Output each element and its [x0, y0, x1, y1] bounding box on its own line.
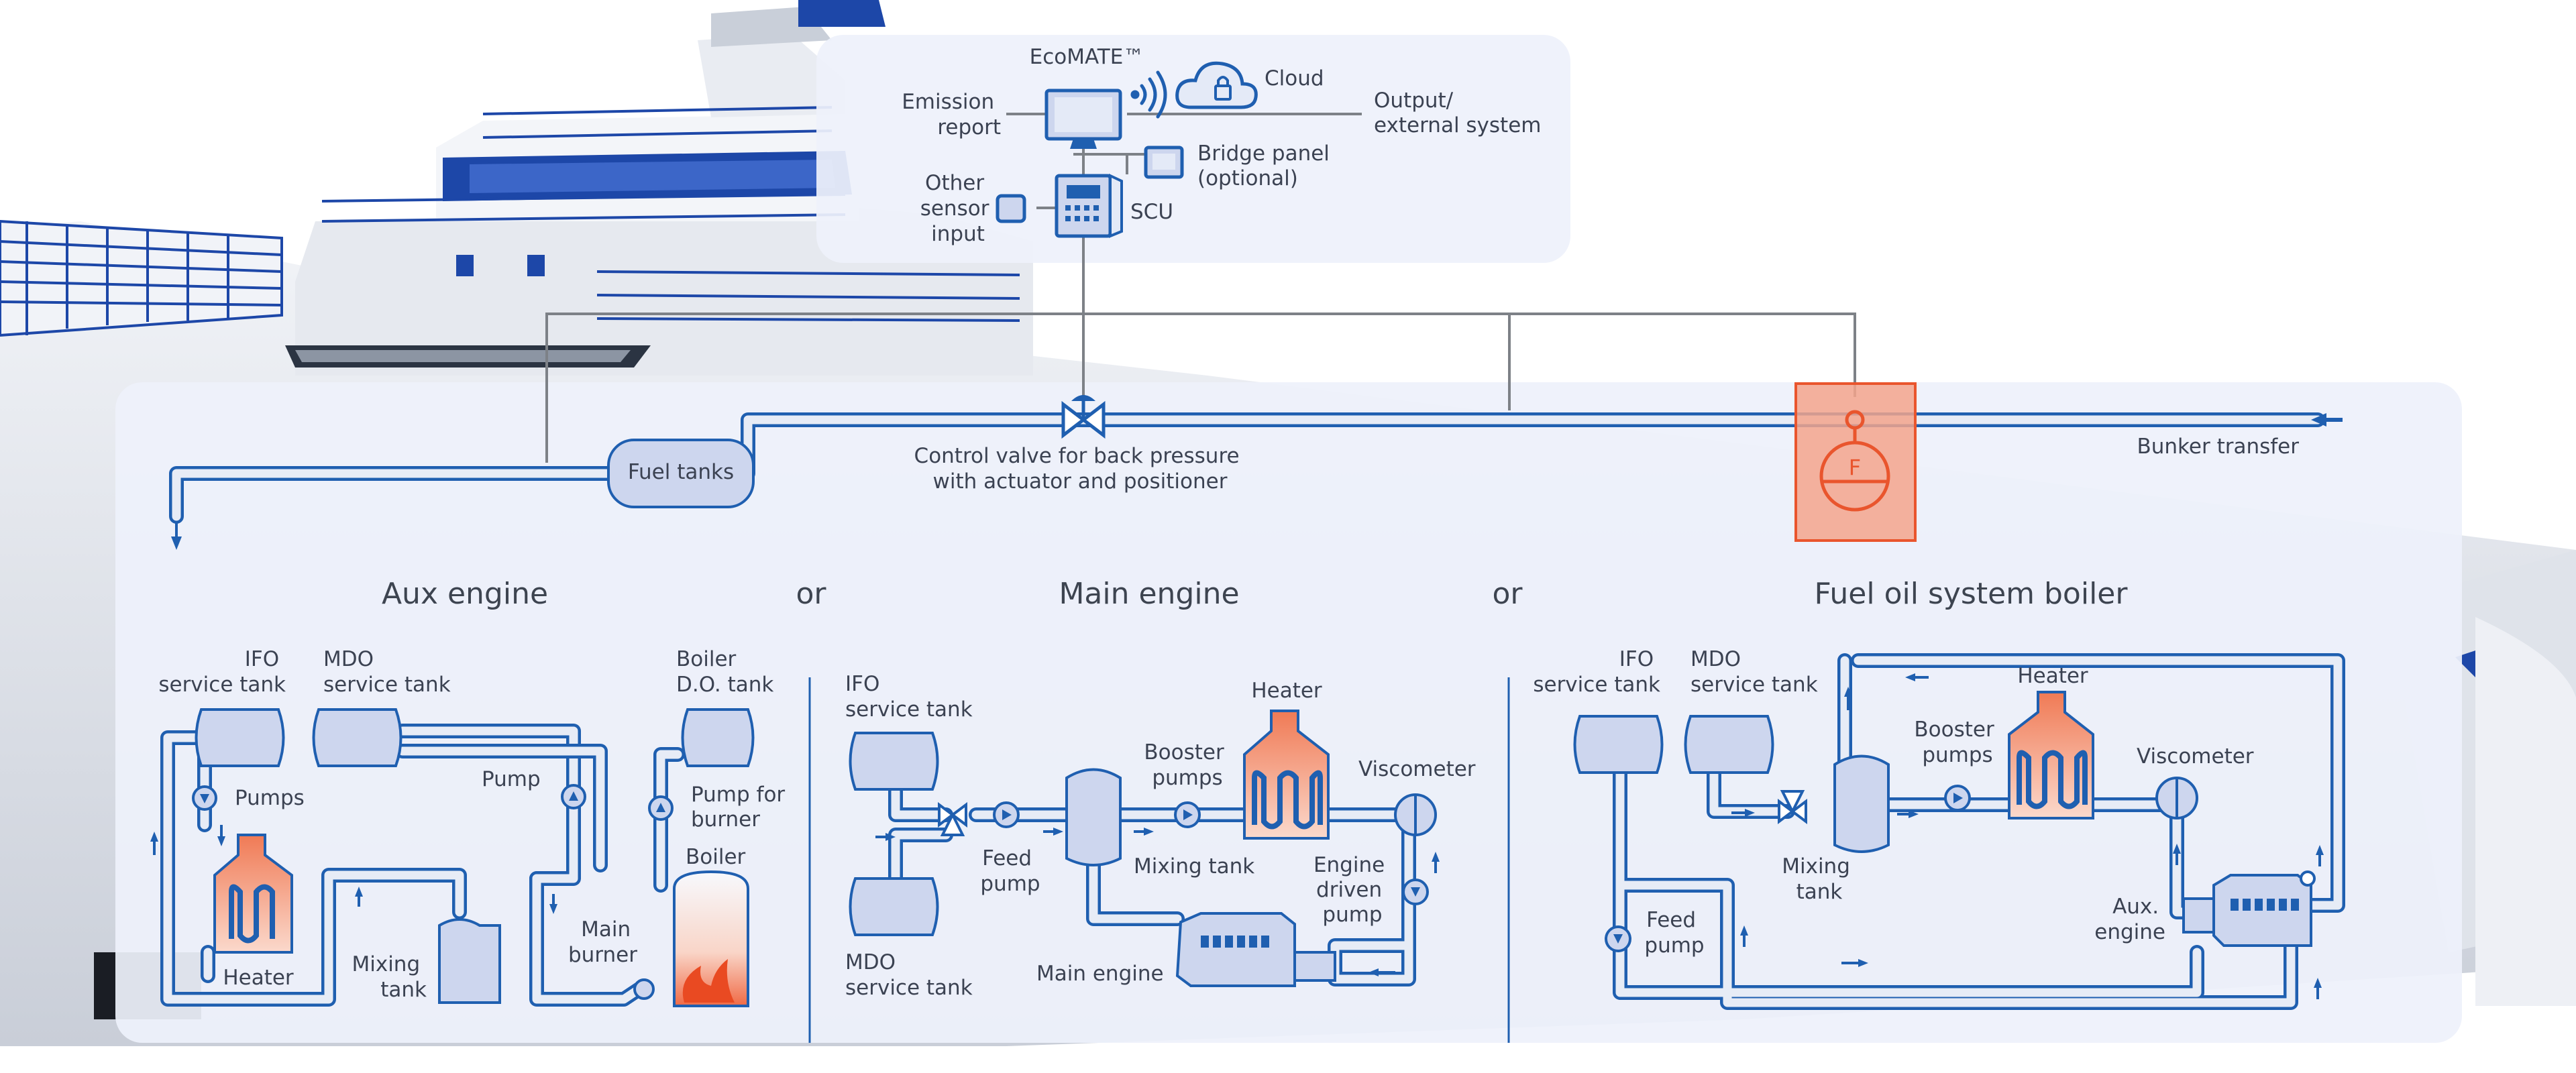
aux-main-burner-label: Main burner — [568, 917, 637, 967]
flowmeter-symbol: F — [1849, 455, 1861, 480]
main-mixing-label: Mixing tank — [1134, 854, 1254, 879]
aux-mdo-tank — [312, 708, 402, 767]
ecomate-label: EcoMATE™ — [1030, 45, 1144, 69]
control-valve-label: Control valve for back pressure with act… — [914, 444, 1246, 494]
aux-burner-pump-icon — [648, 795, 674, 821]
aux-ifo-tank — [195, 708, 285, 767]
aux-boiler-icon — [633, 870, 749, 1007]
boiler-system-section: IFO service tank MDO service tank Heater… — [1533, 647, 2345, 1010]
flowmeter-icon: F — [1794, 382, 1917, 542]
boiler-booster-label: Booster pumps — [1914, 718, 2000, 767]
aux-pumps-label: Pumps — [235, 786, 305, 810]
aux-pumps-icon — [192, 785, 217, 811]
boiler-mixing-valve-icon — [1778, 790, 1807, 824]
monitor-icon — [1044, 89, 1122, 149]
main-ifo-label: IFO service tank — [845, 672, 973, 722]
boiler-ifo-tank — [1573, 715, 1664, 774]
sensor-icon — [996, 194, 1026, 223]
flow-down-arrow-icon — [171, 523, 182, 550]
scu-cabinet-icon — [1055, 173, 1123, 238]
aux-mixing-label: Mixing tank — [352, 952, 427, 1002]
aux-engine-title: Aux engine — [382, 577, 548, 611]
fuel-tanks-tank — [607, 439, 755, 508]
aux-boiler-do-tank — [681, 708, 755, 767]
main-mdo-label: MDO service tank — [845, 950, 973, 1000]
aux-heater-label: Heater — [223, 966, 294, 990]
main-engine-icon — [1175, 912, 1336, 987]
bridge-panel-icon — [1144, 146, 1184, 179]
main-feed-pump-icon — [993, 801, 1020, 828]
main-heater-label: Heater — [1251, 679, 1322, 703]
aux-mdo-label: MDO service tank — [323, 647, 451, 697]
main-engine-label: Main engine — [1036, 962, 1164, 986]
boiler-heater-icon — [2008, 691, 2094, 820]
emission-report-label: Emission report — [902, 90, 1001, 139]
boiler-heater-label: Heater — [2017, 664, 2088, 688]
bridge-panel-label: Bridge panel (optional) — [1197, 142, 1336, 190]
main-fuel-line: Fuel tanks Control valve for back pressu… — [169, 382, 2343, 550]
main-mdo-tank — [849, 877, 939, 936]
aux-ifo-label: IFO service tank — [158, 647, 286, 697]
aux-engine-section: IFO service tank MDO service tank Boiler… — [150, 647, 792, 1007]
other-sensor-label: Other sensor input — [920, 171, 996, 246]
boiler-feed-pump-label: Feed pump — [1644, 908, 1704, 958]
aux-burner-pump-label: Pump for burner — [691, 783, 792, 832]
boiler-aux-engine-icon — [2182, 870, 2316, 947]
main-engine-title: Main engine — [1059, 577, 1239, 611]
aux-boiler-label: Boiler — [686, 845, 746, 869]
fuel-tanks-label: Fuel tanks — [628, 460, 734, 484]
boiler-mdo-tank — [1684, 715, 1774, 774]
boiler-viscometer-icon — [2155, 777, 2198, 820]
aux-pump-label: Pump — [482, 767, 541, 791]
boiler-system-title: Fuel oil system boiler — [1815, 577, 2129, 611]
boiler-mixing-tank — [1833, 754, 1890, 853]
boiler-viscometer-label: Viscometer — [2137, 744, 2254, 769]
main-feed-pump-label: Feed pump — [980, 846, 1040, 896]
aux-pump-icon — [561, 784, 586, 809]
cloud-lock-icon — [1175, 61, 1258, 109]
boiler-feed-pump-icon — [1605, 925, 1631, 952]
aux-mixing-tank — [438, 918, 501, 1004]
helideck — [0, 219, 283, 337]
main-engine-driven-pump-icon — [1402, 879, 1429, 905]
boiler-mixing-label: Mixing tank — [1782, 854, 1857, 904]
main-viscometer-label: Viscometer — [1358, 757, 1476, 781]
or-label-2: or — [1492, 577, 1523, 611]
or-label-1: or — [796, 577, 826, 611]
boiler-aux-engine-label: Aux. engine — [2094, 895, 2165, 944]
wireless-icon — [1130, 70, 1167, 119]
main-engine-driven-label: Engine driven pump — [1313, 853, 1391, 927]
boiler-booster-pump-icon — [1944, 785, 1971, 811]
main-mixing-tank — [1065, 768, 1122, 866]
main-engine-section: IFO service tank MDO service tank Feed p… — [845, 672, 1476, 1000]
aux-boiler-do-label: Boiler D.O. tank — [676, 647, 773, 697]
cloud-label: Cloud — [1265, 66, 1324, 91]
control-system: EcoMATE™ Cloud Emission report Output/ e… — [545, 45, 1856, 463]
main-booster-label: Booster pumps — [1144, 740, 1230, 790]
main-booster-pump-icon — [1174, 801, 1201, 828]
main-mixing-valve-icon — [938, 802, 967, 836]
boiler-mdo-label: MDO service tank — [1690, 647, 1818, 697]
control-valve-icon — [1061, 395, 1106, 439]
scu-label: SCU — [1130, 200, 1173, 224]
main-ifo-tank — [849, 732, 939, 791]
control-panel — [816, 35, 1570, 263]
main-heater-icon — [1243, 710, 1330, 840]
bunker-arrow-icon — [2311, 413, 2343, 427]
aux-heater-icon — [213, 834, 293, 954]
main-viscometer-icon — [1394, 793, 1437, 836]
boiler-ifo-label: IFO service tank — [1533, 647, 1660, 697]
output-label: Output/ external system — [1374, 89, 1541, 137]
bunker-transfer-label: Bunker transfer — [2137, 435, 2299, 459]
